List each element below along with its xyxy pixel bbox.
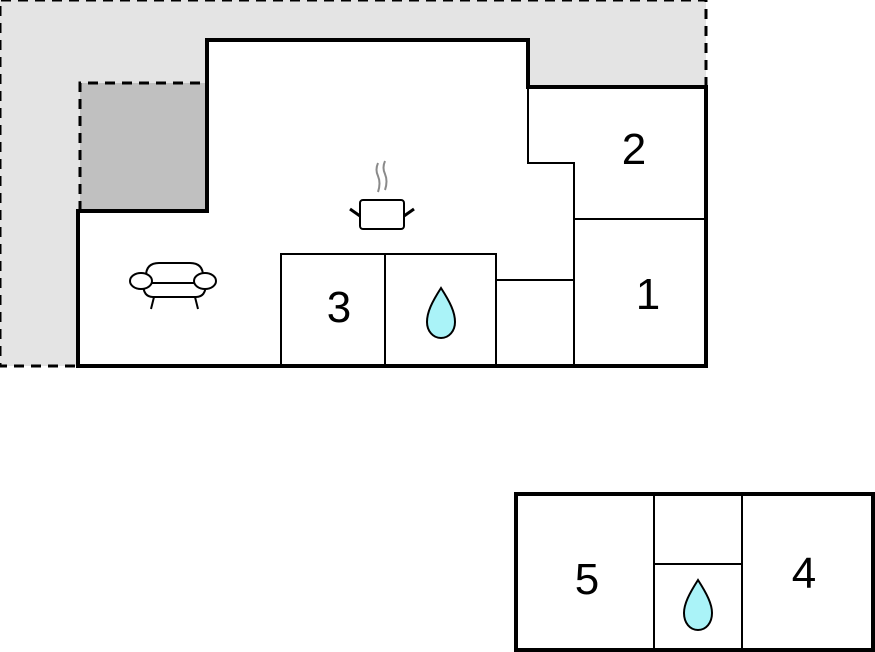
room-3-label: 3 (326, 283, 352, 332)
cooking-pot-icon (349, 160, 415, 230)
covered-area (78, 81, 207, 211)
water-drop-icon (425, 286, 457, 340)
room-5-label: 5 (574, 555, 600, 604)
room-4-label: 4 (791, 549, 817, 598)
sofa-icon (129, 262, 217, 310)
room-2-wall (527, 87, 575, 366)
room-1-label: 1 (635, 270, 661, 319)
room-2-label: 2 (621, 125, 647, 174)
room-3-wall (280, 253, 497, 366)
water-drop-icon (682, 578, 714, 632)
terrace-area (0, 0, 708, 368)
